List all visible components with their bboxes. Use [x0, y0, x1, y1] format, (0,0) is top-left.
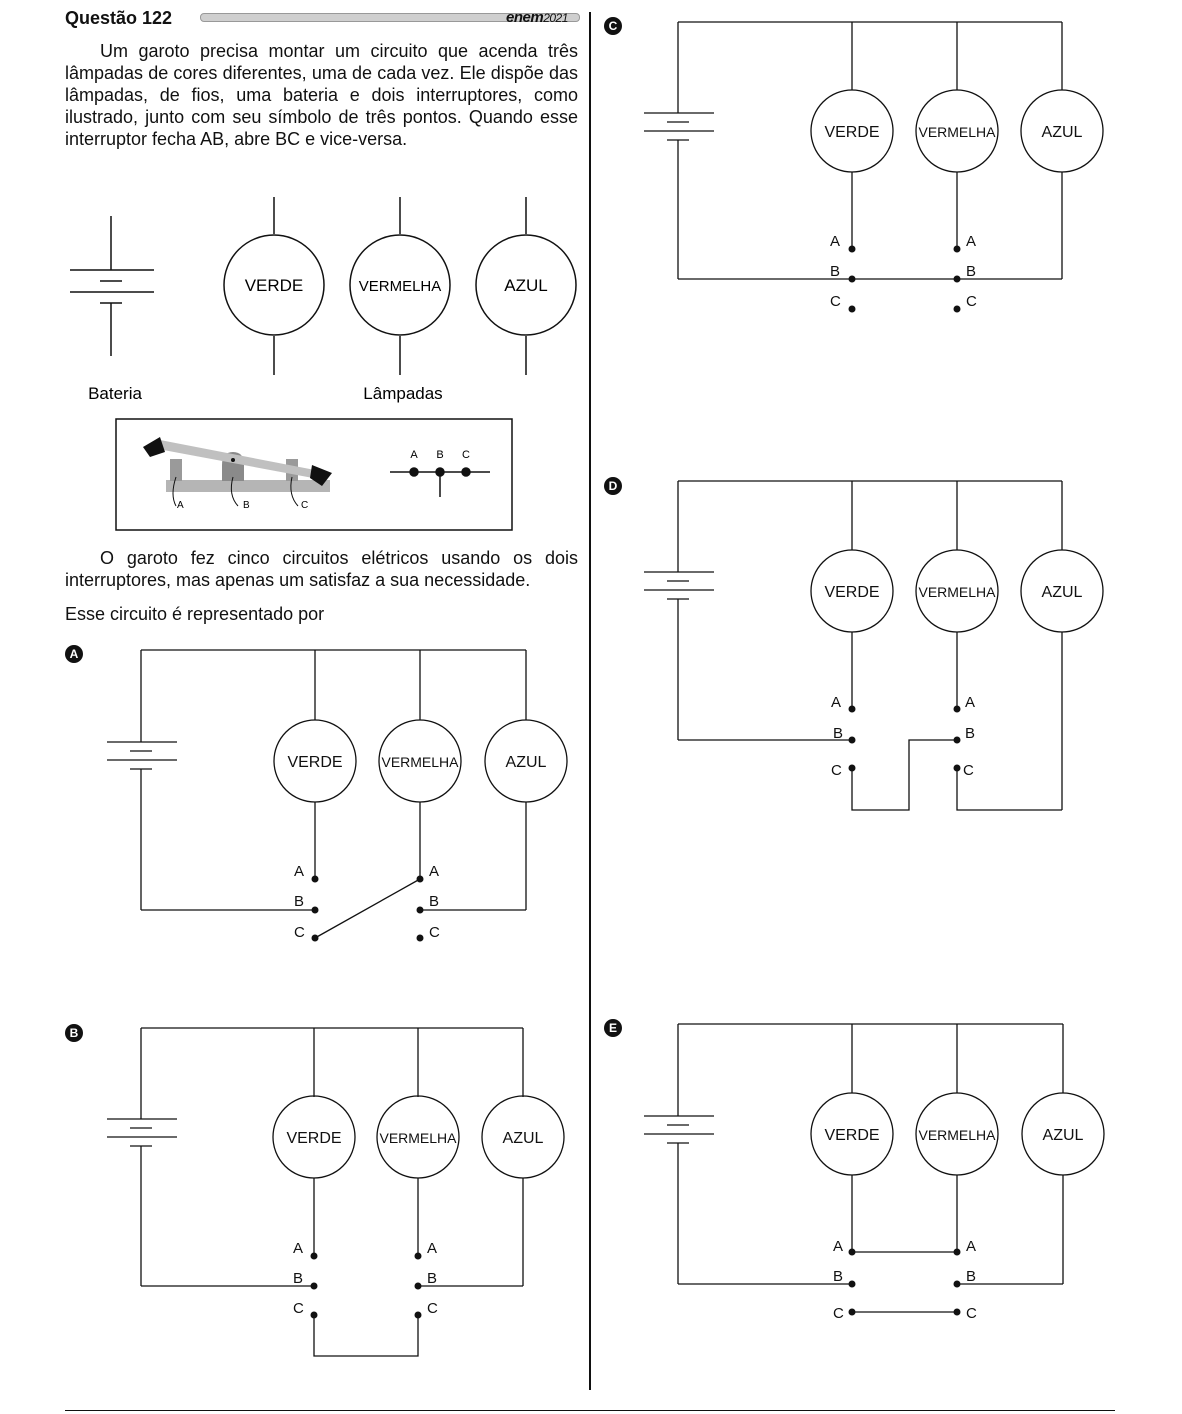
svg-text:AZUL: AZUL: [503, 1130, 544, 1147]
svg-text:VERMELHA: VERMELHA: [918, 584, 996, 600]
svg-text:B: B: [965, 725, 975, 742]
svg-text:A: A: [966, 1238, 976, 1255]
option-b-marker[interactable]: B: [65, 1024, 83, 1042]
svg-text:B: B: [830, 263, 840, 280]
svg-text:VERDE: VERDE: [287, 754, 342, 771]
svg-text:C: C: [831, 762, 842, 779]
svg-text:AZUL: AZUL: [506, 754, 547, 771]
svg-text:C: C: [462, 449, 470, 461]
circuit-b: [107, 1027, 565, 1357]
svg-text:AZUL: AZUL: [1042, 584, 1083, 601]
svg-text:C: C: [427, 1300, 438, 1317]
svg-text:A: A: [293, 1240, 303, 1257]
svg-text:VERMELHA: VERMELHA: [381, 754, 459, 770]
enem-brand: enem2021: [506, 9, 568, 26]
footer-line: [65, 1410, 1115, 1411]
svg-text:C: C: [966, 1305, 977, 1322]
intro-text: Um garoto precisa montar um circuito que…: [65, 41, 578, 149]
svg-text:B: B: [429, 893, 439, 910]
svg-text:A: A: [427, 1240, 437, 1257]
svg-text:C: C: [963, 762, 974, 779]
svg-text:VERMELHA: VERMELHA: [918, 124, 996, 140]
svg-text:C: C: [966, 293, 977, 310]
svg-text:VERDE: VERDE: [286, 1130, 341, 1147]
column-divider: [589, 12, 591, 1390]
lamps-label: Lâmpadas: [363, 384, 442, 403]
option-c-marker[interactable]: C: [604, 17, 622, 35]
svg-text:C: C: [429, 924, 440, 941]
svg-text:A: A: [429, 863, 439, 880]
svg-text:VERDE: VERDE: [824, 1127, 879, 1144]
svg-text:A: A: [831, 694, 841, 711]
lamp-label-vermelha: VERMELHA: [359, 278, 442, 295]
circuit-d: [644, 480, 1104, 811]
svg-text:B: B: [833, 725, 843, 742]
circuit-e: [644, 1023, 1105, 1316]
switch-drawing: A B C: [143, 437, 332, 511]
svg-text:AZUL: AZUL: [1043, 1127, 1084, 1144]
option-e-marker[interactable]: E: [604, 1019, 622, 1037]
svg-text:A: A: [833, 1238, 843, 1255]
svg-text:A: A: [966, 233, 976, 250]
text-3: Esse circuito é representado por: [65, 604, 325, 624]
svg-text:B: B: [966, 263, 976, 280]
svg-text:C: C: [294, 924, 305, 941]
svg-text:VERMELHA: VERMELHA: [918, 1127, 996, 1143]
svg-text:VERDE: VERDE: [824, 584, 879, 601]
battery-label: Bateria: [88, 384, 142, 403]
components-figure: VERDE VERMELHA AZUL Bateria Lâmpadas A B…: [70, 197, 577, 531]
text-2: O garoto fez cinco circuitos elétricos u…: [65, 548, 578, 590]
svg-text:A: A: [965, 694, 975, 711]
circuit-c: [644, 21, 1104, 313]
circuit-a: [107, 649, 568, 942]
svg-text:C: C: [293, 1300, 304, 1317]
svg-text:C: C: [301, 500, 308, 511]
svg-text:B: B: [243, 500, 250, 511]
svg-text:A: A: [830, 233, 840, 250]
title-bar: [200, 13, 580, 22]
svg-text:B: B: [436, 449, 443, 461]
svg-text:C: C: [830, 293, 841, 310]
svg-text:A: A: [294, 863, 304, 880]
svg-text:B: B: [293, 1270, 303, 1287]
svg-text:C: C: [833, 1305, 844, 1322]
lamp-label-verde: VERDE: [245, 276, 304, 295]
option-a-marker[interactable]: A: [65, 645, 83, 663]
svg-text:A: A: [177, 500, 184, 511]
svg-text:B: B: [966, 1268, 976, 1285]
svg-text:AZUL: AZUL: [1042, 124, 1083, 141]
option-d-marker[interactable]: D: [604, 477, 622, 495]
svg-text:A: A: [410, 449, 418, 461]
svg-text:B: B: [427, 1270, 437, 1287]
svg-text:B: B: [294, 893, 304, 910]
svg-text:B: B: [833, 1268, 843, 1285]
svg-text:VERDE: VERDE: [824, 124, 879, 141]
lamp-label-azul: AZUL: [504, 276, 547, 295]
question-title: Questão 122: [65, 8, 173, 28]
switch-symbol: [390, 467, 490, 497]
svg-text:VERMELHA: VERMELHA: [379, 1130, 457, 1146]
